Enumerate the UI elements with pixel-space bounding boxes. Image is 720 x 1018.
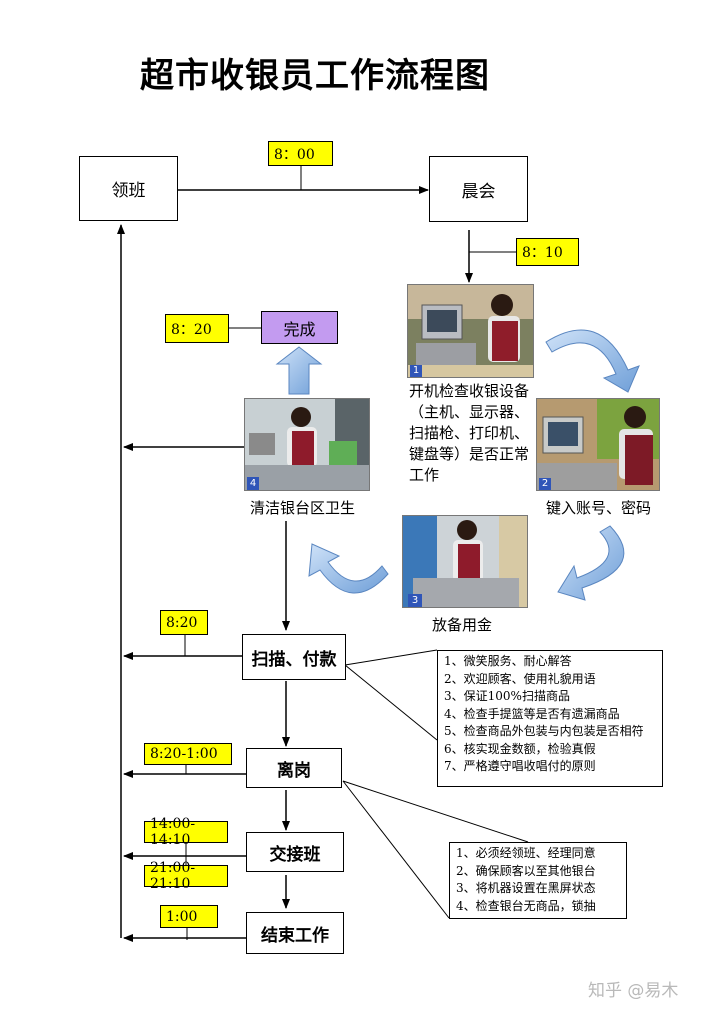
photo-step2: 2	[536, 398, 660, 491]
step4-number: 4	[247, 477, 259, 490]
node-jiaojieban: 交接班	[246, 832, 344, 872]
photo-step3: 3	[402, 515, 528, 608]
note-scan-item: 7、严格遵守唱收唱付的原则	[444, 759, 596, 773]
cashier-illustration-2	[537, 399, 659, 490]
note-scan-item: 6、核实现金数额，检验真假	[444, 741, 596, 756]
time-label-2100: 21:00-21:10	[144, 860, 228, 892]
time-label-100: 1:00	[160, 905, 218, 928]
step2-number: 2	[539, 478, 551, 490]
note-leave-item: 1、必须经领班、经理同意	[456, 846, 596, 860]
node-scan-pay: 扫描、付款	[242, 634, 346, 680]
note-scan-item: 4、检查手提篮等是否有遗漏商品	[444, 706, 620, 721]
time-label-820-100: 8:20-1:00	[144, 743, 232, 765]
time-label-820-scan: 8:20	[160, 610, 208, 635]
time-label-1400: 14:00-14:10	[144, 816, 228, 848]
cashier-illustration-3	[403, 516, 527, 607]
note-leave-item: 2、确保顾客以至其他银台	[456, 863, 596, 878]
note-scan-guidelines: 1、微笑服务、耐心解答 2、欢迎顾客、使用礼貌用语 3、保证100%扫描商品 4…	[437, 650, 663, 787]
cashier-illustration-1	[408, 285, 533, 377]
watermark: 知乎 @易木	[588, 981, 679, 1001]
node-lingban: 领班	[79, 156, 178, 221]
node-wancheng: 完成	[261, 311, 338, 344]
node-jieshu: 结束工作	[246, 912, 344, 954]
step3-number: 3	[408, 594, 422, 607]
page-title: 超市收银员工作流程图	[140, 56, 490, 96]
photo-step1: 1	[407, 284, 534, 378]
cashier-illustration-4	[245, 399, 369, 490]
node-chenhui: 晨会	[429, 156, 528, 222]
note-scan-item: 5、检查商品外包装与内包装是否相符	[444, 724, 644, 738]
note-scan-item: 2、欢迎顾客、使用礼貌用语	[444, 671, 596, 686]
step1-number: 1	[410, 365, 422, 377]
note-scan-item: 1、微笑服务、耐心解答	[444, 654, 572, 668]
node-ligang: 离岗	[246, 748, 342, 788]
step1-caption: 开机检查收银设备（主机、显示器、扫描枪、打印机、键盘等）是否正常工作	[409, 382, 530, 484]
time-label-810: 8：10	[516, 238, 579, 266]
step3-caption: 放备用金	[432, 616, 493, 634]
note-leave-item: 3、将机器设置在黑屏状态	[456, 881, 596, 895]
note-scan-item: 3、保证100%扫描商品	[444, 689, 570, 703]
note-leave-item: 4、检查银台无商品，锁抽	[456, 898, 596, 913]
photo-step4: 4	[244, 398, 370, 491]
step2-caption: 键入账号、密码	[546, 499, 652, 517]
note-leave-guidelines: 1、必须经领班、经理同意 2、确保顾客以至其他银台 3、将机器设置在黑屏状态 4…	[449, 842, 627, 919]
time-label-820-done: 8：20	[165, 314, 229, 343]
step4-caption: 清洁银台区卫生	[250, 499, 356, 517]
time-label-800: 8：00	[268, 141, 333, 166]
